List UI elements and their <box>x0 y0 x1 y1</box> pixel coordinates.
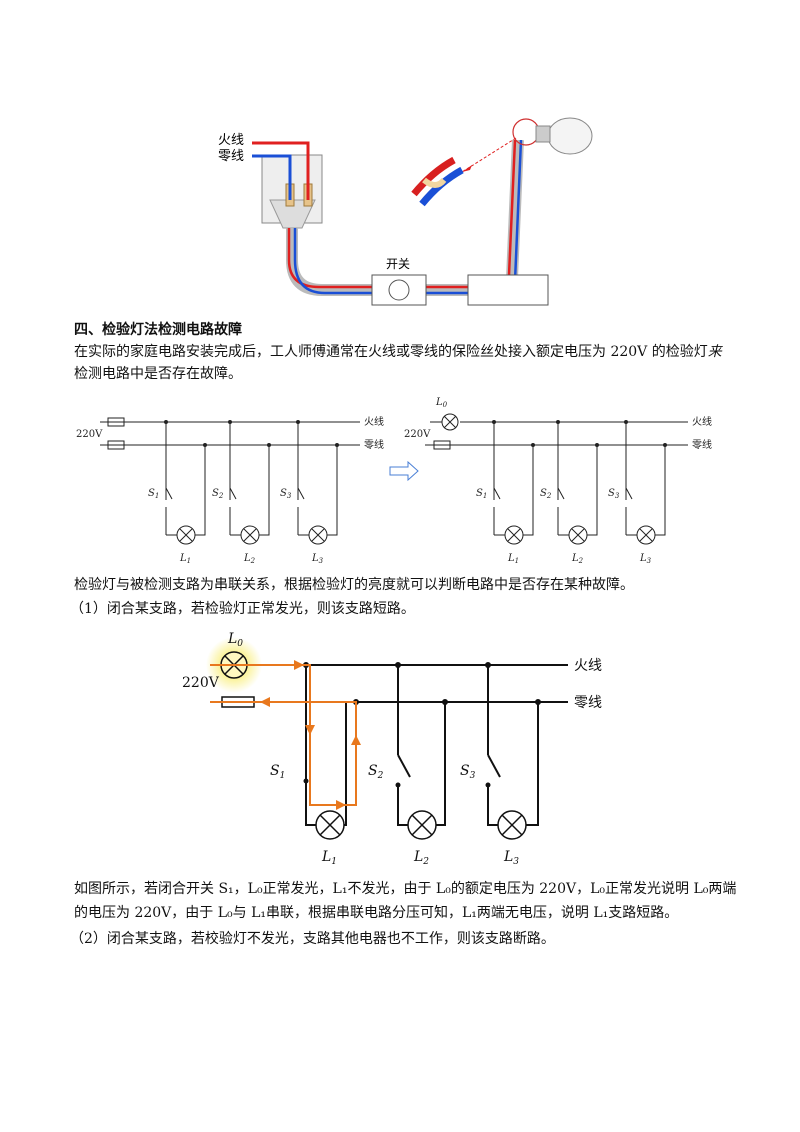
branch-1 <box>305 665 347 826</box>
switch-s3-blade <box>487 754 501 778</box>
left-lamp-2-label: L2 <box>243 553 256 565</box>
switch-s3-label: S3 <box>460 763 476 781</box>
right-lamp-crosses <box>507 528 653 542</box>
neutral-label: 零线 <box>574 695 602 711</box>
right-live-label: 火线 <box>692 415 712 428</box>
live-wire-in <box>252 141 310 200</box>
right-check-lamp-cross <box>443 415 457 429</box>
case-2-text: （2）闭合某支路，若校验灯不发光，支路其他电器也不工作，则该支路断路。 <box>70 931 555 947</box>
intro-line-1: 在实际的家庭电路安装完成后，工人师傅通常在火线或零线的保险丝处接入额定电压为 2… <box>74 344 708 360</box>
check-lamp-label: L0 <box>227 631 243 649</box>
left-lamp-crosses <box>179 528 325 542</box>
right-neutral-label: 零线 <box>692 438 712 451</box>
left-switch-2-label: S2 <box>212 488 224 500</box>
left-lamp-3-label: L3 <box>311 553 324 565</box>
socket-base <box>269 199 316 229</box>
section-heading: 四、检验灯法检测电路故障 <box>74 322 242 338</box>
right-branch-2 <box>557 422 598 536</box>
switch-s1-label: S1 <box>270 763 285 781</box>
lamp-crosses <box>319 814 523 836</box>
explanation-line-2: 的电压为 220V，由于 L₀与 L₁串联，根据串联电路分压可知，L₁两端无电压… <box>74 905 679 921</box>
live-wire-label: 火线 <box>218 133 244 148</box>
lamp-l3-label: L3 <box>503 849 519 867</box>
intro-line-2: 检测电路中是否存在故障。 <box>74 366 242 382</box>
lamp-l2-label: L2 <box>413 849 429 867</box>
right-switch-2-label: S2 <box>540 488 552 500</box>
closeup-fault <box>422 177 447 188</box>
switch-knob <box>388 279 410 301</box>
right-lamp-2-label: L2 <box>571 553 584 565</box>
right-branch-1 <box>493 422 534 536</box>
left-live-label: 火线 <box>364 415 384 428</box>
current-arrows <box>260 660 361 810</box>
left-fuse-neutral <box>107 440 125 450</box>
lamp-l1-label: L1 <box>321 849 337 867</box>
branch-3 <box>487 665 539 826</box>
bulb-base <box>535 125 551 143</box>
left-branch-1 <box>165 422 206 536</box>
switch-s2-blade <box>397 754 411 778</box>
series-explanation: 检验灯与被检测支路为串联关系，根据检验灯的亮度就可以判断电路中是否存在某种故障。 <box>74 577 634 593</box>
intro-italic-word: 来 <box>707 344 722 360</box>
left-lamp-1-label: L1 <box>179 553 191 565</box>
left-fuse-live <box>107 417 125 427</box>
checklamp-circuit-comparison: 220V 火线 零线 220V 火线 零线 L0 S1 S2 S3 L1 L2 … <box>76 397 712 565</box>
light-bulb <box>547 117 593 155</box>
magnify-circle <box>512 118 540 146</box>
left-switch-3-label: S3 <box>280 488 292 500</box>
left-switch-blades <box>165 487 305 500</box>
right-switch-blades <box>493 487 633 500</box>
left-neutral-label: 零线 <box>364 438 384 451</box>
right-voltage-label: 220V <box>404 429 431 440</box>
arrow-head <box>462 165 472 172</box>
junction-box <box>467 274 549 306</box>
switch-s2-label: S2 <box>368 763 384 781</box>
closeup-live-wire <box>411 156 456 197</box>
right-check-lamp-label: L0 <box>435 397 448 409</box>
short-circuit-diagram: 220V 火线 零线 L0 S1 S2 S3 L1 L2 L3 <box>182 631 602 867</box>
right-branch-3 <box>625 422 666 536</box>
magnify-arrow <box>461 137 517 173</box>
right-switch-1-label: S1 <box>476 488 487 500</box>
voltage-label: 220V <box>182 675 220 691</box>
switch-label: 开关 <box>386 257 410 271</box>
left-switch-1-label: S1 <box>148 488 159 500</box>
branch-2 <box>397 665 446 826</box>
right-switch-3-label: S3 <box>608 488 620 500</box>
explanation-line-1: 如图所示，若闭合开关 S₁，L₀正常发光，L₁不发光，由于 L₀的额定电压为 2… <box>74 881 737 897</box>
live-label: 火线 <box>574 658 602 674</box>
left-branch-2 <box>229 422 270 536</box>
right-lamp-3-label: L3 <box>639 553 652 565</box>
case-1-text: （1）闭合某支路，若检验灯正常发光，则该支路短路。 <box>70 601 415 617</box>
intro-paragraph: 在实际的家庭电路安装完成后，工人师傅通常在火线或零线的保险丝处接入额定电压为 2… <box>74 341 722 363</box>
right-lamp-1-label: L1 <box>507 553 519 565</box>
neutral-wire-label: 零线 <box>218 149 244 164</box>
left-branch-3 <box>297 422 338 536</box>
left-voltage-label: 220V <box>76 429 103 440</box>
transform-arrow <box>389 460 419 482</box>
current-path <box>210 664 357 806</box>
wiring-illustration: 火线 零线 开关 <box>218 117 593 306</box>
neutral-wire-in <box>252 154 292 200</box>
